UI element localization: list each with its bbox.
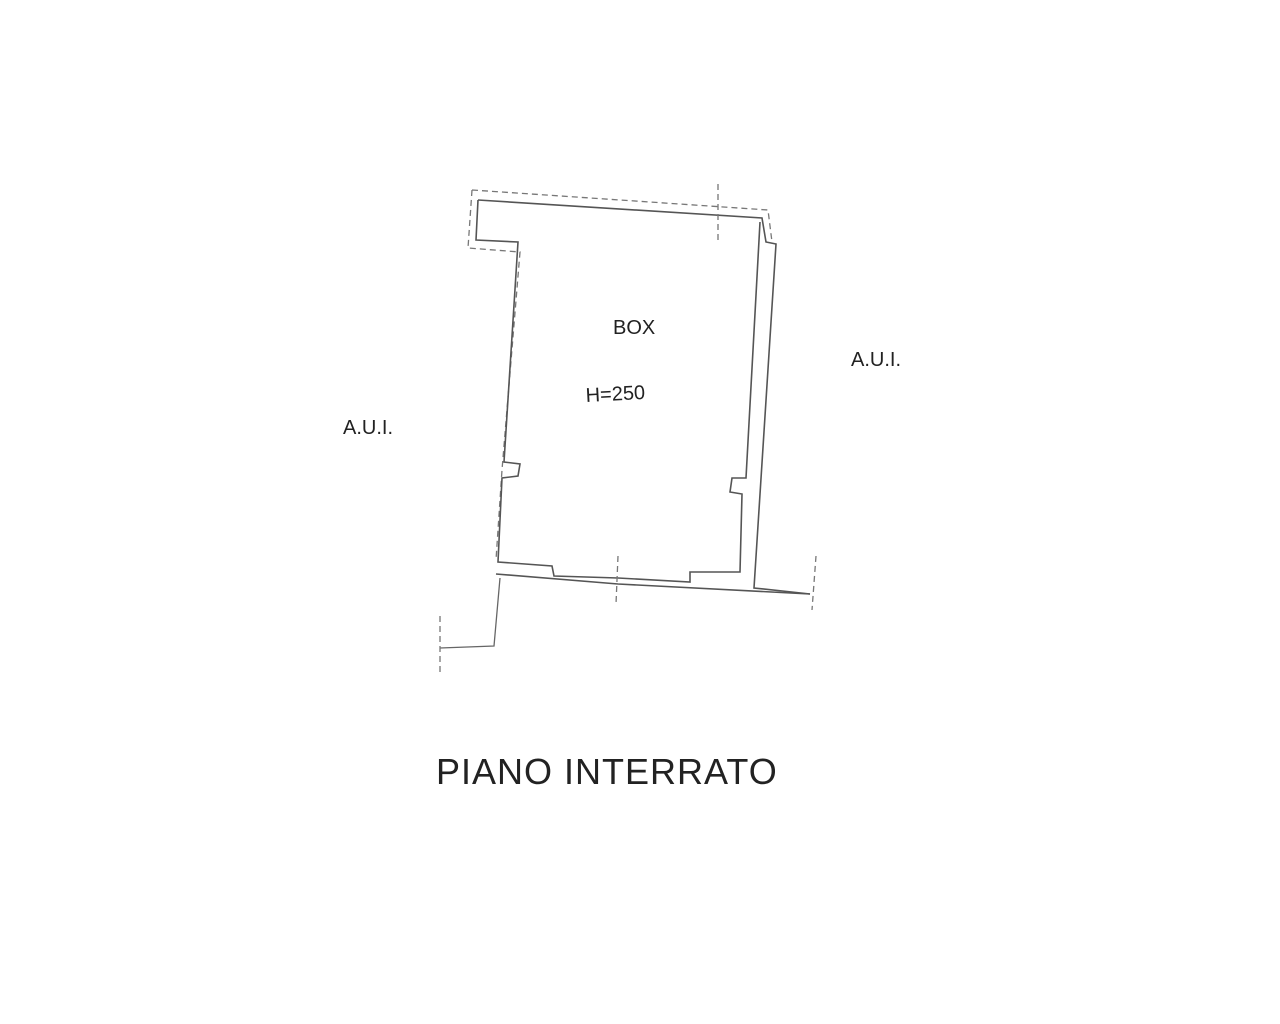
lower-left-return [439, 577, 501, 649]
outer-boundary-dashed [467, 189, 773, 561]
floor-title: PIANO INTERRATO [436, 751, 778, 792]
room-name-label: BOX [613, 317, 655, 339]
room-height-label: H=250 [585, 382, 646, 407]
inner-wall [475, 199, 761, 583]
neighbor-left-label: A.U.I. [343, 417, 393, 439]
outer-wall [477, 199, 811, 595]
bottom-wall [495, 573, 811, 595]
neighbor-right-label: A.U.I. [851, 349, 901, 371]
break-line-bottom-right [811, 555, 817, 611]
break-line-bottom-middle [615, 555, 619, 605]
